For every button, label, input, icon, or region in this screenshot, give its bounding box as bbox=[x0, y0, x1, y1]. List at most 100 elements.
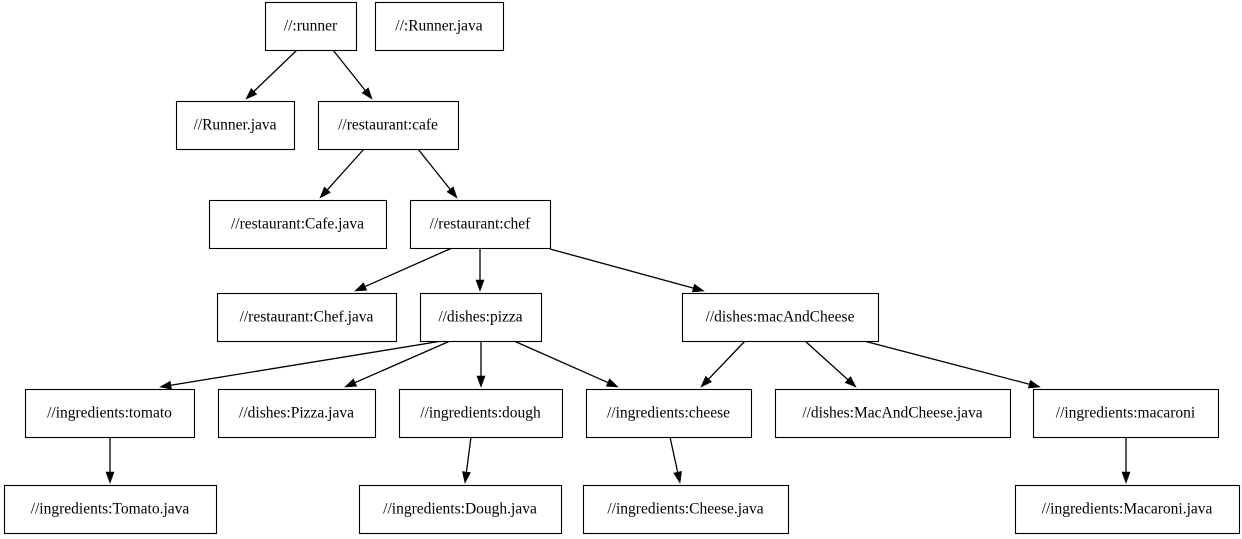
graph-edge bbox=[462, 436, 472, 484]
node-label: //dishes:macAndCheese bbox=[706, 309, 855, 326]
graph-node[interactable]: //restaurant:Chef.java bbox=[216, 292, 398, 343]
node-label: //ingredients:Cheese.java bbox=[607, 501, 763, 518]
edge-arrowhead bbox=[1121, 471, 1131, 484]
edge-arrowhead bbox=[476, 375, 486, 388]
node-label: //ingredients:macaroni bbox=[1056, 405, 1196, 422]
node-box[interactable] bbox=[217, 388, 377, 439]
graph-node[interactable]: //dishes:pizza bbox=[419, 292, 543, 343]
graph-node[interactable]: //ingredients:Tomato.java bbox=[3, 484, 218, 535]
graph-edge bbox=[863, 340, 1041, 389]
graph-edge bbox=[513, 340, 619, 388]
graph-node[interactable]: //dishes:MacAndCheese.java bbox=[774, 388, 1012, 439]
edge-arrowhead bbox=[245, 87, 258, 100]
node-box[interactable] bbox=[419, 292, 543, 343]
graph-node[interactable]: //ingredients:tomato bbox=[24, 388, 196, 439]
edge-arrowhead bbox=[844, 376, 857, 388]
node-box[interactable] bbox=[582, 484, 790, 535]
graph-edge bbox=[804, 340, 857, 388]
graph-node[interactable]: //Runner.java bbox=[175, 100, 296, 151]
graph-edge bbox=[105, 437, 115, 484]
node-label: //restaurant:cafe bbox=[338, 117, 438, 134]
graph-node[interactable]: //restaurant:chef bbox=[409, 199, 552, 250]
graph-edge bbox=[344, 340, 451, 388]
graph-edge bbox=[245, 49, 298, 100]
graph-edge bbox=[332, 49, 373, 100]
graph-node[interactable]: //ingredients:Macaroni.java bbox=[1014, 484, 1241, 535]
edge-arrowhead bbox=[475, 279, 485, 292]
edge-arrowhead bbox=[159, 380, 172, 390]
node-box[interactable] bbox=[264, 1, 358, 52]
node-box[interactable] bbox=[175, 100, 296, 151]
node-label: //dishes:pizza bbox=[438, 309, 522, 326]
edge-line bbox=[549, 248, 694, 289]
graph-edge bbox=[669, 436, 682, 484]
graph-node[interactable]: //ingredients:Cheese.java bbox=[582, 484, 790, 535]
edge-line bbox=[804, 340, 849, 381]
graph-node[interactable]: //ingredients:Dough.java bbox=[358, 484, 563, 535]
graph-node[interactable]: //restaurant:cafe bbox=[317, 100, 460, 151]
node-box[interactable] bbox=[409, 199, 552, 250]
node-label: //ingredients:tomato bbox=[47, 405, 172, 422]
node-box[interactable] bbox=[1032, 388, 1220, 439]
graph-edge bbox=[159, 340, 443, 390]
node-box[interactable] bbox=[1014, 484, 1241, 535]
graph-edge bbox=[700, 340, 746, 388]
node-box[interactable] bbox=[374, 1, 505, 52]
graph-node[interactable]: //ingredients:cheese bbox=[585, 388, 753, 439]
node-box[interactable] bbox=[681, 292, 880, 343]
node-label: //restaurant:chef bbox=[430, 216, 532, 233]
graph-edge bbox=[354, 247, 453, 292]
graph-node[interactable]: //dishes:Pizza.java bbox=[217, 388, 377, 439]
node-label: //ingredients:cheese bbox=[607, 405, 730, 422]
node-box[interactable] bbox=[398, 388, 564, 439]
graph-edge bbox=[417, 148, 458, 199]
node-box[interactable] bbox=[3, 484, 218, 535]
node-box[interactable] bbox=[24, 388, 196, 439]
edge-line bbox=[332, 49, 366, 91]
node-label: //ingredients:Macaroni.java bbox=[1042, 501, 1213, 518]
edge-line bbox=[253, 49, 298, 92]
edge-line bbox=[364, 247, 453, 288]
edge-line bbox=[863, 340, 1030, 385]
node-box[interactable] bbox=[585, 388, 753, 439]
edge-arrowhead bbox=[361, 87, 373, 100]
edge-arrowhead bbox=[446, 186, 458, 199]
edge-line bbox=[708, 340, 746, 380]
edge-line bbox=[354, 340, 451, 384]
edge-line bbox=[170, 340, 443, 386]
node-box[interactable] bbox=[358, 484, 563, 535]
graph-edge bbox=[475, 248, 485, 292]
edge-arrowhead bbox=[319, 186, 331, 199]
node-box[interactable] bbox=[317, 100, 460, 151]
edge-arrowhead bbox=[673, 471, 682, 484]
graph-node[interactable]: //:runner bbox=[264, 1, 358, 52]
edge-line bbox=[669, 436, 679, 473]
node-label: //ingredients:Tomato.java bbox=[31, 501, 190, 518]
graph-node[interactable]: //ingredients:macaroni bbox=[1032, 388, 1220, 439]
node-label: //restaurant:Chef.java bbox=[240, 309, 374, 326]
edges-layer bbox=[105, 49, 1131, 484]
node-label: //:Runner.java bbox=[395, 18, 483, 35]
node-box[interactable] bbox=[774, 388, 1012, 439]
graph-edge bbox=[476, 341, 486, 388]
node-label: //ingredients:dough bbox=[420, 405, 541, 422]
edge-arrowhead bbox=[1027, 379, 1041, 389]
edge-arrowhead bbox=[354, 282, 368, 292]
node-box[interactable] bbox=[208, 199, 388, 250]
graph-node[interactable]: //:Runner.java bbox=[374, 1, 505, 52]
graph-node[interactable]: //restaurant:Cafe.java bbox=[208, 199, 388, 250]
graph-edge bbox=[1121, 437, 1131, 484]
edge-arrowhead bbox=[462, 471, 471, 484]
edge-arrowhead bbox=[700, 375, 713, 388]
node-box[interactable] bbox=[216, 292, 398, 343]
node-label: //dishes:MacAndCheese.java bbox=[802, 405, 982, 422]
edge-arrowhead bbox=[691, 283, 705, 293]
edge-line bbox=[417, 148, 451, 190]
graph-node[interactable]: //ingredients:dough bbox=[398, 388, 564, 439]
graph-edge bbox=[549, 248, 705, 293]
node-label: //Runner.java bbox=[193, 117, 276, 134]
edge-arrowhead bbox=[605, 378, 619, 388]
graph-node[interactable]: //dishes:macAndCheese bbox=[681, 292, 880, 343]
